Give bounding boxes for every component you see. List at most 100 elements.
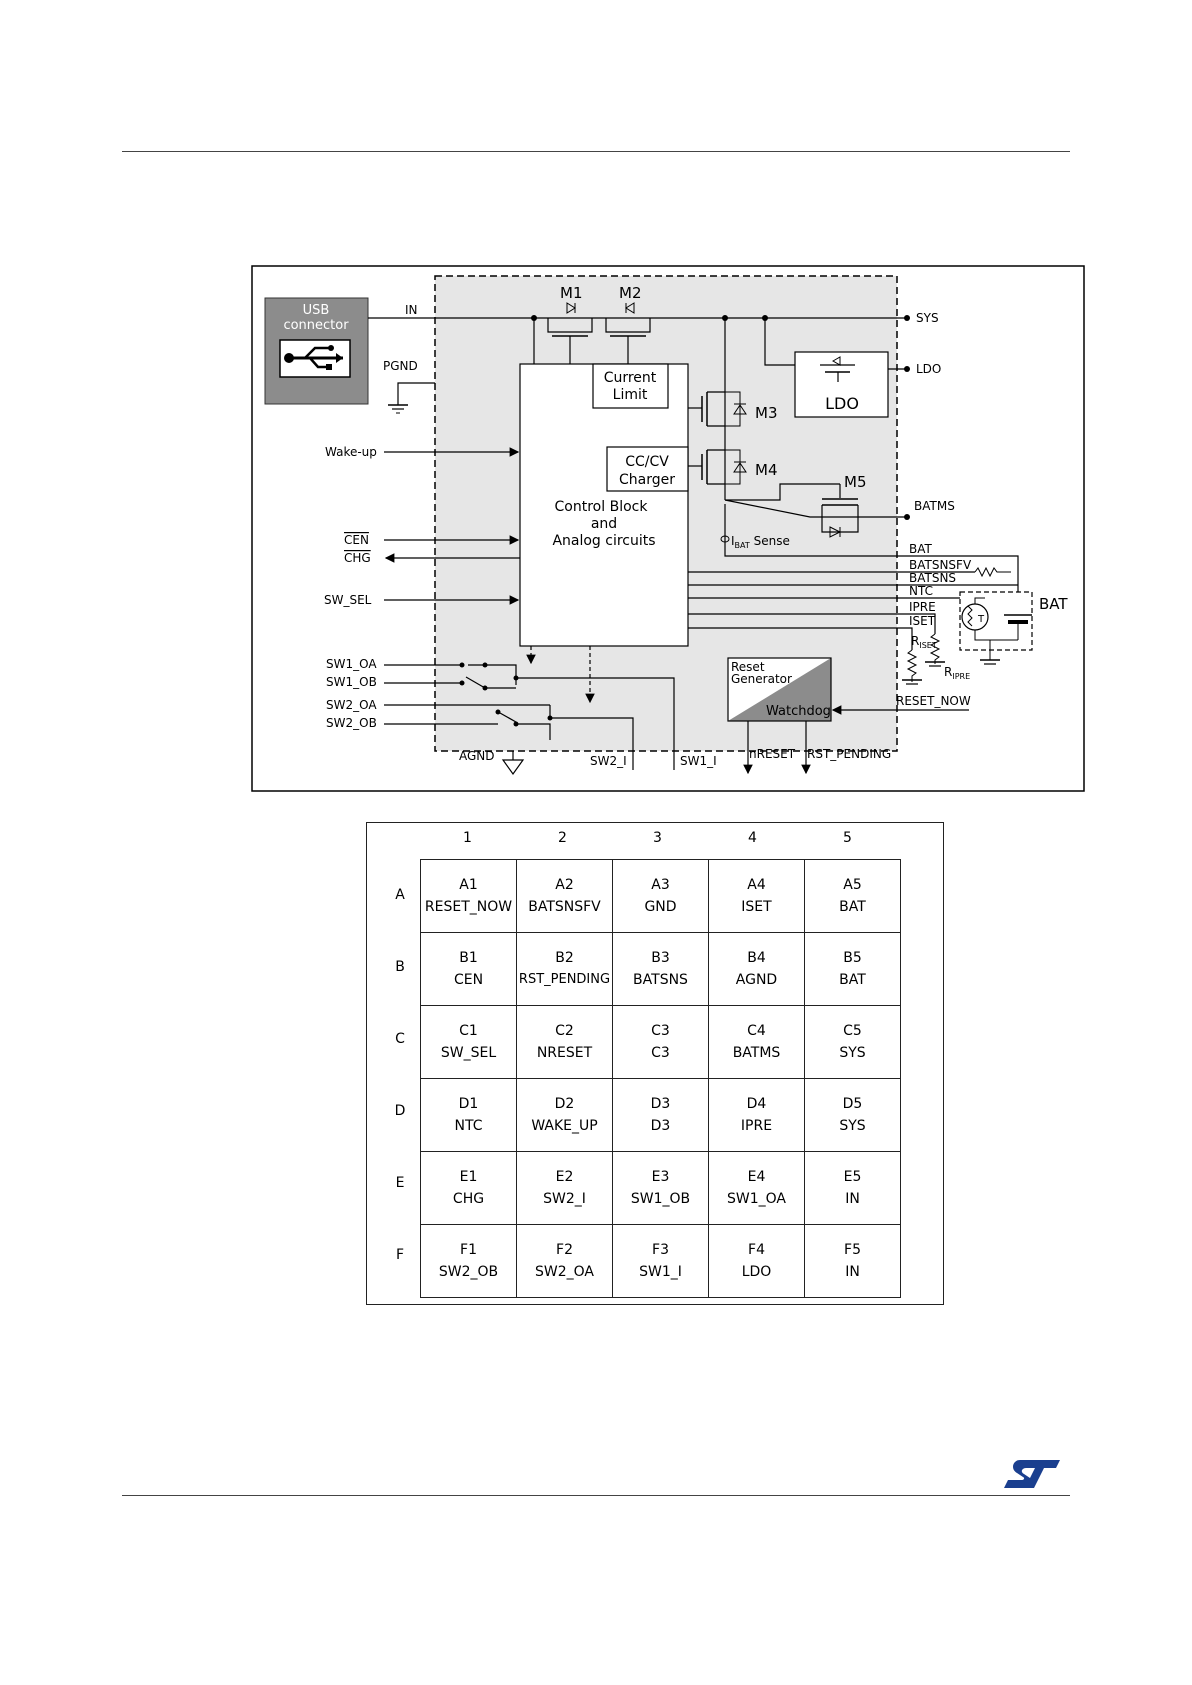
pin-signal-name: SW2_I — [543, 1191, 586, 1207]
pin-sw2-ob-label: SW2_OB — [326, 716, 377, 730]
thermistor-label: T — [977, 614, 985, 625]
pin-signal-name: WAKE_UP — [531, 1118, 598, 1134]
pin-ball-id: D2 — [554, 1096, 575, 1112]
pin-ball-id: E4 — [747, 1169, 766, 1185]
pin-table-row-header: A — [395, 887, 405, 903]
pin-ball-id: A2 — [555, 877, 574, 893]
pin-wake-up-label: Wake-up — [325, 445, 377, 459]
pin-signal-name: BAT — [839, 899, 866, 915]
transistor-m4: M4 — [688, 449, 778, 485]
pin-ball-id: E1 — [459, 1169, 478, 1185]
pin-ball-id: F4 — [748, 1242, 765, 1258]
control-block — [519, 363, 689, 647]
pin-ball-id: E5 — [843, 1169, 862, 1185]
pin-table-column-header: 4 — [748, 830, 757, 846]
transistor-m5: M5 — [821, 473, 867, 538]
pin-ball-id: C1 — [459, 1023, 478, 1039]
pin-signal-name: C3 — [651, 1045, 670, 1061]
pin-signal-name: AGND — [735, 972, 778, 988]
pin-signal-name: CHG — [452, 1191, 485, 1207]
pin-signal-name: NRESET — [536, 1045, 593, 1061]
pin-ball-id: F5 — [844, 1242, 861, 1258]
pin-table-column-header: 5 — [843, 830, 852, 846]
control-block-line1: Control Block — [555, 499, 649, 515]
pin-bat-label: BAT — [909, 542, 933, 556]
pin-ball-id: A1 — [459, 877, 478, 893]
block-diagram: USB connector IN SYS M1 M2 PGND — [251, 265, 1085, 792]
pin-cen-label: CEN — [344, 533, 369, 547]
pin-table-row-header: E — [395, 1175, 405, 1191]
pin-signal-name: SYS — [839, 1118, 866, 1134]
pin-pgnd-label: PGND — [383, 359, 418, 373]
transistor-m2: M2 — [605, 284, 651, 346]
usb-connector-label-line1: USB — [303, 303, 330, 318]
pin-ldo-label: LDO — [916, 362, 941, 376]
m3-label: M3 — [755, 404, 778, 422]
st-logo-icon — [1004, 1460, 1060, 1488]
pin-rst-pending-label: RST_PENDING — [807, 747, 891, 761]
m1-label: M1 — [560, 284, 583, 302]
pin-signal-name: RST_PENDING — [518, 972, 611, 987]
reset-generator-line2: Generator — [731, 672, 792, 686]
pin-sw1-ob-label: SW1_OB — [326, 675, 377, 689]
cc-cv-charger-line2: Charger — [619, 472, 675, 488]
header-rule — [122, 151, 1070, 152]
usb-symbol-icon — [279, 339, 351, 378]
riset-label: RISET — [911, 634, 937, 650]
transistor-m3: M3 — [688, 391, 778, 427]
pin-ball-id: D5 — [842, 1096, 863, 1112]
pin-signal-name: SW_SEL — [440, 1045, 497, 1061]
ibat-sense-label: IBAT Sense — [731, 534, 790, 550]
pin-ball-id: F2 — [556, 1242, 573, 1258]
cc-cv-charger-block — [606, 446, 689, 492]
pin-signal-name: BAT — [839, 972, 866, 988]
pin-signal-name: D3 — [650, 1118, 671, 1134]
pin-signal-name: IPRE — [740, 1118, 773, 1134]
pin-in-label: IN — [405, 303, 418, 317]
pin-signal-name: SW2_OB — [438, 1264, 499, 1280]
pin-sw1-i-label: SW1_I — [680, 754, 717, 768]
pin-signal-name: NTC — [454, 1118, 483, 1134]
pin-reset-now-label: RESET_NOW — [896, 694, 971, 708]
pin-table-column-header: 3 — [653, 830, 662, 846]
pin-signal-name: SW2_OA — [535, 1264, 594, 1280]
m5-label: M5 — [844, 473, 867, 491]
pin-chg-label: CHG — [344, 551, 371, 565]
pin-sw2-i-label: SW2_I — [590, 754, 627, 768]
pin-ball-id: E2 — [555, 1169, 574, 1185]
ldo-block-label: LDO — [825, 394, 859, 413]
pin-ball-id: D1 — [458, 1096, 479, 1112]
reset-generator-line1: Reset — [731, 660, 765, 674]
battery-label: BAT — [1039, 595, 1068, 613]
pin-ball-id: F3 — [652, 1242, 669, 1258]
pin-ball-id: C4 — [747, 1023, 766, 1039]
reset-generator-block: Reset Generator Watchdog — [727, 657, 832, 722]
m4-label: M4 — [755, 461, 778, 479]
footer-rule — [122, 1495, 1070, 1496]
pin-signal-name: BATSNS — [633, 972, 688, 988]
pin-ball-id: C5 — [843, 1023, 862, 1039]
